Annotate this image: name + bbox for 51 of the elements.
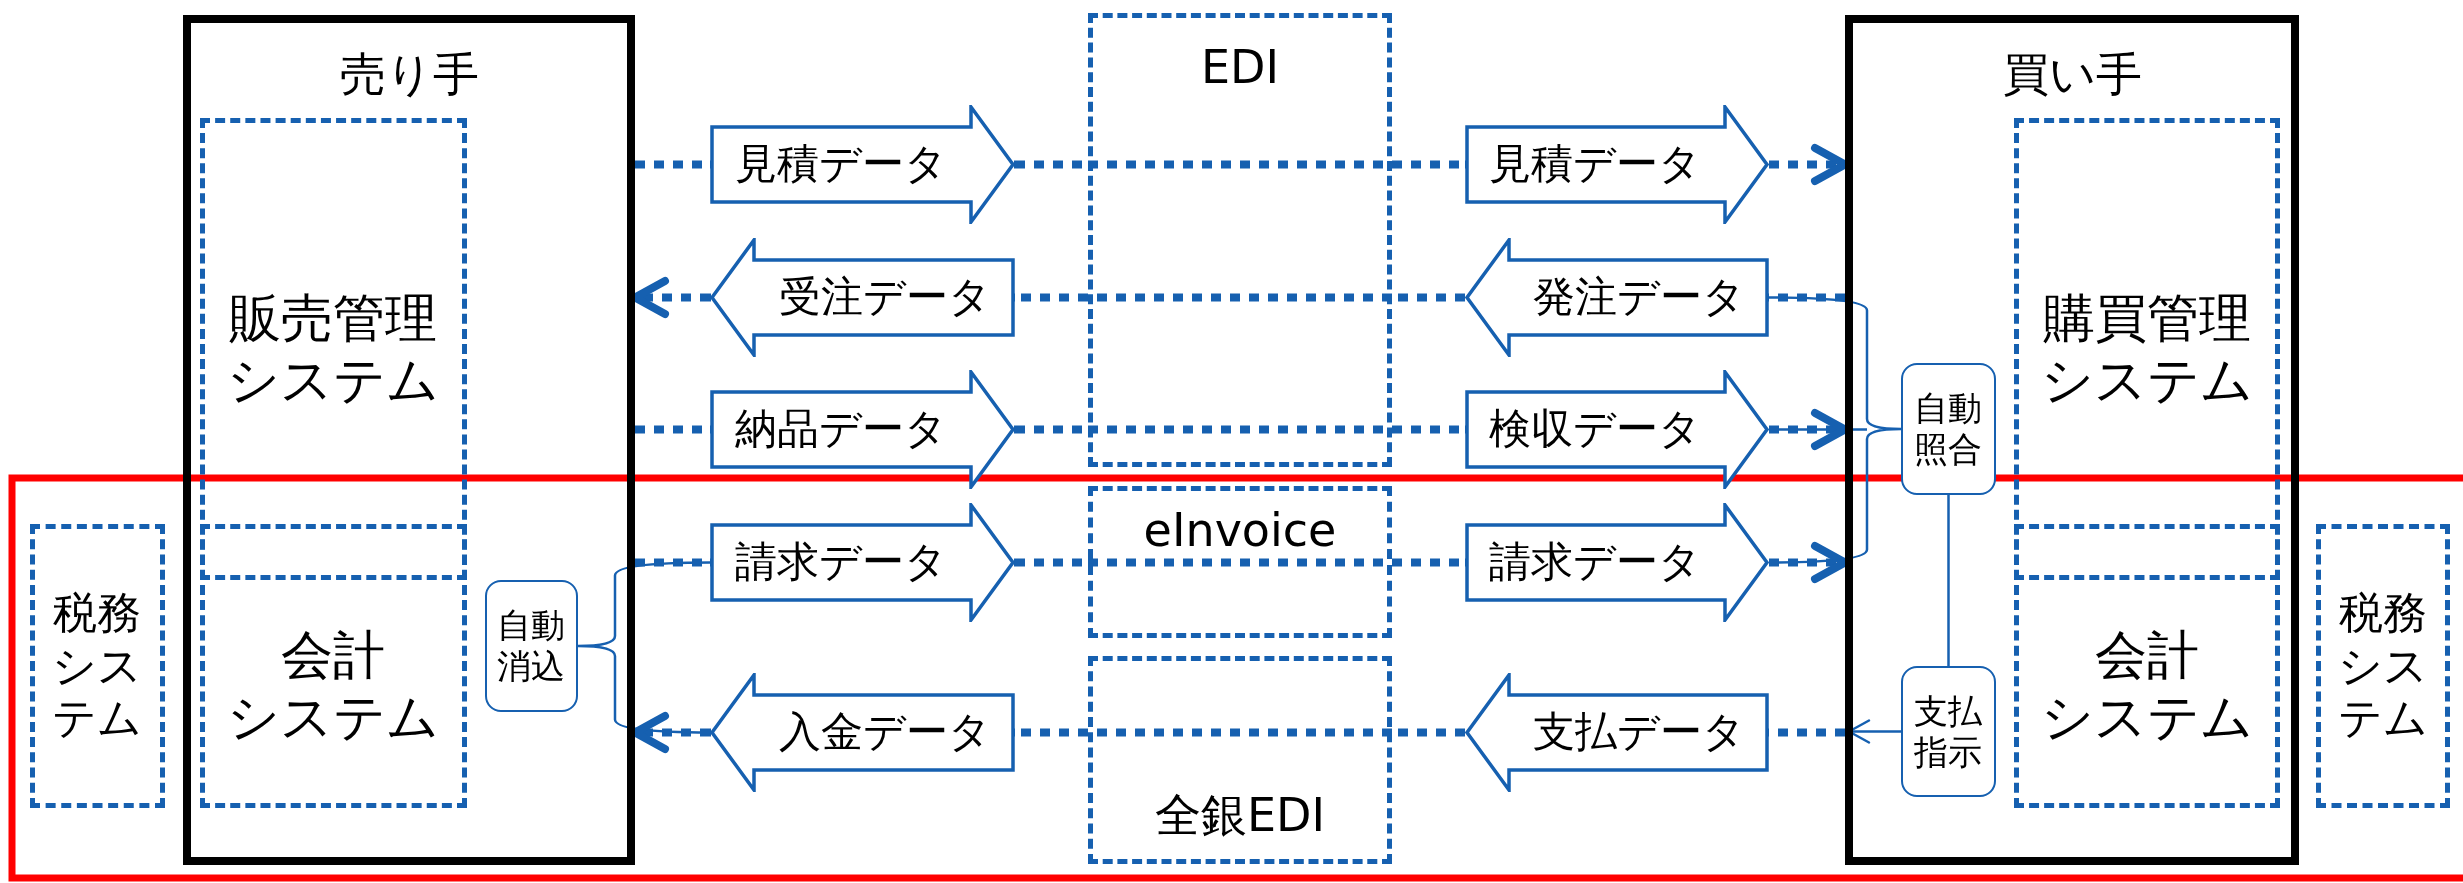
packet-label: 検収データ [1489,404,1701,455]
box-label: 会計システム [226,623,441,749]
data-packet [710,503,1015,622]
data-packet [710,238,1015,357]
box-label: EDI [1200,40,1280,96]
box-label: 税務システム [51,586,144,746]
data-packet [710,105,1015,224]
box-heading: 買い手 [2002,47,2142,103]
packet-label: 納品データ [734,404,947,455]
connector-line [1947,495,1950,666]
box-label: 自動照合 [1913,388,1984,470]
process-box [1901,363,1996,495]
data-packet [1465,370,1769,489]
box-label: 販売管理システム [226,286,441,412]
box-label: 会計システム [2040,623,2254,749]
packet-label: 請求データ [734,537,947,588]
system-box [1088,13,1392,467]
data-packet [1465,503,1769,622]
system-box [2014,118,2280,580]
box-label: eInvoice [1143,503,1337,559]
data-packet [1465,238,1769,357]
box-heading: 売り手 [339,47,479,103]
packet-label: 見積データ [1489,139,1701,190]
system-box [2316,524,2450,808]
box-label: 支払指示 [1913,690,1984,773]
party-box [183,15,635,865]
box-label: 全銀EDI [1154,787,1326,843]
curly-bracket [576,561,710,734]
process-box [1901,666,1996,797]
packet-label: 入金データ [778,707,991,758]
system-box [1088,656,1392,864]
system-box [1088,486,1392,638]
system-box [200,524,467,808]
packet-label: 請求データ [1489,537,1701,588]
box-label: 税務システム [2337,586,2429,746]
data-packet [710,673,1015,792]
box-label: 購買管理システム [2040,286,2254,412]
box-label: 自動消込 [496,605,567,687]
packet-label: 発注データ [1533,272,1745,323]
data-packet [1465,105,1769,224]
packet-label: 受注データ [778,272,991,323]
data-packet [1465,673,1769,792]
process-box [485,580,578,712]
curly-bracket [1767,296,1903,564]
system-box [30,524,165,808]
packet-label: 支払データ [1533,707,1745,758]
data-packet [710,370,1015,489]
system-box [200,118,467,580]
system-box [2014,524,2280,808]
packet-label: 見積データ [734,139,947,190]
party-box [1845,15,2299,865]
